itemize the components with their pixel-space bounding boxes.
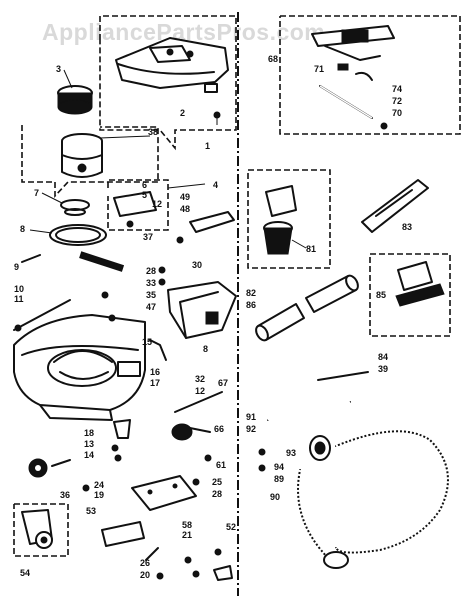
part-label-71: 71 — [314, 64, 324, 74]
brush-tool-box — [247, 169, 331, 269]
part-label-3: 3 — [56, 64, 61, 74]
part-label-20: 20 — [140, 570, 150, 580]
part-label-36: 36 — [60, 490, 70, 500]
wheel-assembly — [28, 458, 90, 492]
part-label-81: 81 — [306, 244, 316, 254]
part-label-70: 70 — [392, 108, 402, 118]
part-label-12: 12 — [152, 199, 162, 209]
rod-67 — [174, 391, 223, 413]
caster-18 — [111, 419, 131, 462]
screw-61 — [204, 454, 212, 462]
bracket-53 — [101, 521, 145, 547]
part-label-8: 8 — [20, 224, 25, 234]
hose-assembly — [258, 426, 453, 569]
lid-assembly-box — [99, 15, 237, 151]
part-label-92: 92 — [246, 424, 256, 434]
crevice-tool-83 — [361, 179, 429, 233]
part-label-61: 61 — [216, 460, 226, 470]
part-label-83: 83 — [402, 222, 412, 232]
curved-wand — [267, 400, 351, 422]
part-label-13: 13 — [84, 439, 94, 449]
part-label-4: 4 — [213, 180, 218, 190]
part-label-66: 66 — [214, 424, 224, 434]
part-label-35: 35 — [146, 290, 156, 300]
dusting-brush-box — [369, 253, 451, 337]
part-label-2: 2 — [180, 108, 185, 118]
motor-assembly-box — [21, 125, 159, 199]
part-label-90: 90 — [270, 492, 280, 502]
small-parts-bottom — [145, 547, 233, 581]
part-label-82: 82 — [246, 288, 256, 298]
part-label-67: 67 — [218, 378, 228, 388]
small-parts-28-33 — [101, 266, 166, 299]
part-label-1: 1 — [205, 141, 210, 151]
vacuum-body-tank — [13, 314, 167, 421]
floor-tool-box — [279, 15, 461, 135]
part-label-68: 68 — [268, 54, 278, 64]
part-label-89: 89 — [274, 474, 284, 484]
part-label-33: 33 — [146, 278, 156, 288]
seal-ring-8 — [21, 224, 125, 272]
part-label-28-lower: 28 — [212, 489, 222, 499]
part-label-54: 54 — [20, 568, 30, 578]
part-label-86: 86 — [246, 300, 256, 310]
part-label-10: 10 — [14, 284, 24, 294]
part-label-15: 15 — [142, 337, 152, 347]
part-label-32: 32 — [195, 374, 205, 384]
part-label-12b: 12 — [195, 386, 205, 396]
part-label-37: 37 — [143, 232, 153, 242]
part-label-53: 53 — [86, 506, 96, 516]
part-label-6: 6 — [142, 180, 147, 190]
part-label-5: 5 — [142, 190, 147, 200]
switch-assembly-box — [107, 179, 206, 231]
part-label-28-upper: 28 — [146, 266, 156, 276]
motor-66 — [171, 423, 211, 441]
bracket-49 — [176, 211, 235, 244]
part-label-16: 16 — [150, 367, 160, 377]
part-label-26: 26 — [140, 558, 150, 568]
caster-box-54 — [13, 503, 69, 557]
part-label-48: 48 — [180, 204, 190, 214]
part-label-24: 24 — [94, 480, 104, 490]
extension-wands — [255, 274, 359, 342]
part-label-91: 91 — [246, 412, 256, 422]
part-label-93: 93 — [286, 448, 296, 458]
part-label-85: 85 — [376, 290, 386, 300]
part-label-9: 9 — [14, 262, 19, 272]
filter-3 — [57, 69, 93, 115]
rod-84 — [317, 371, 369, 381]
part-label-39: 39 — [378, 364, 388, 374]
part-label-7: 7 — [34, 188, 39, 198]
part-label-14: 14 — [84, 450, 94, 460]
cord-10 — [13, 299, 71, 332]
part-label-58: 58 — [182, 520, 192, 530]
part-label-74: 74 — [392, 84, 402, 94]
part-label-47: 47 — [146, 302, 156, 312]
part-label-25: 25 — [212, 477, 222, 487]
part-label-17: 17 — [150, 378, 160, 388]
part-label-21: 21 — [182, 530, 192, 540]
base-plate — [131, 475, 200, 511]
panel-30 — [167, 281, 237, 339]
part-label-18: 18 — [84, 428, 94, 438]
part-label-8b: 8 — [203, 344, 208, 354]
part-label-72: 72 — [392, 96, 402, 106]
part-label-84: 84 — [378, 352, 388, 362]
part-label-49: 49 — [180, 192, 190, 202]
part-label-52: 52 — [226, 522, 236, 532]
part-label-94: 94 — [274, 462, 284, 472]
part-label-11: 11 — [14, 294, 24, 304]
part-label-38: 38 — [148, 127, 158, 137]
part-label-30: 30 — [192, 260, 202, 270]
part-label-19: 19 — [94, 490, 104, 500]
gasket-7 — [41, 192, 90, 216]
